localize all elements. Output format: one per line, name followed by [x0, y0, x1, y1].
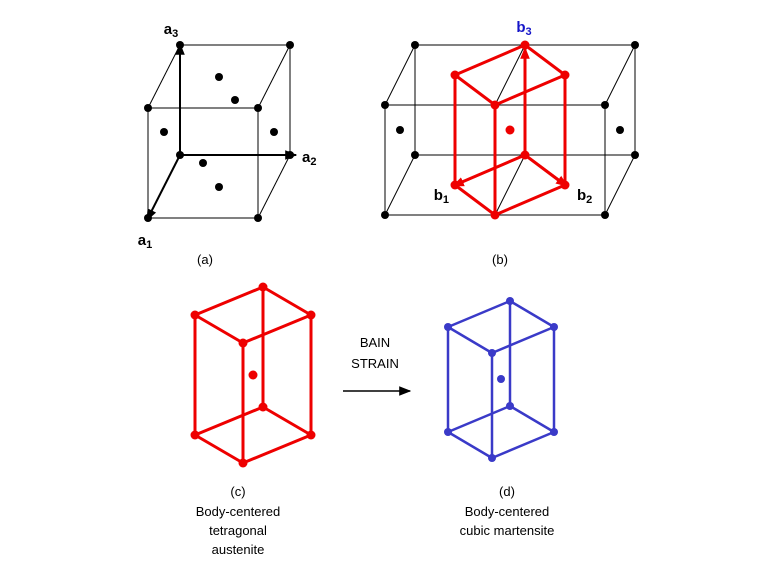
atom-dot	[286, 41, 294, 49]
atom-dot	[560, 180, 570, 190]
cell-edge-connector	[147, 44, 181, 109]
panel-c-bct-austenite: (c) Body-centered tetragonal austenite	[190, 282, 316, 557]
atom-dot	[258, 402, 268, 412]
panel-a-axes	[146, 42, 298, 222]
b2-axis-arrow	[524, 153, 568, 188]
panel-d-bcc-martensite: (d) Body-centered cubic martensite	[444, 297, 558, 538]
panel-b-red-atoms	[450, 40, 570, 220]
cell-edge-bottom-face	[446, 404, 556, 460]
atom-dot	[176, 41, 184, 49]
panel-d-caption-line1: Body-centered	[465, 504, 550, 519]
atom-dot	[520, 150, 530, 160]
bain-strain-annotation: BAIN STRAIN	[343, 335, 412, 396]
atom-dot-face-center	[215, 183, 223, 191]
atom-dot	[490, 210, 500, 220]
atom-dot	[306, 310, 316, 320]
atom-dot	[450, 180, 460, 190]
atom-dot	[286, 151, 294, 159]
panel-c-atoms	[190, 282, 316, 468]
atom-dot	[444, 323, 452, 331]
panel-c-label: (c)	[230, 484, 245, 499]
panel-c-caption-line3: austenite	[212, 542, 265, 557]
atom-dot	[144, 104, 152, 112]
bain-strain-text-line1: BAIN	[360, 335, 390, 350]
atom-dot	[190, 430, 200, 440]
atom-dot	[381, 101, 389, 109]
panel-d-label: (d)	[499, 484, 515, 499]
atom-dot	[488, 349, 496, 357]
bain-strain-text-line2: STRAIN	[351, 356, 399, 371]
panel-a-atoms	[144, 41, 294, 222]
atom-dot-face-center	[199, 159, 207, 167]
atom-dot	[450, 70, 460, 80]
atom-dot	[488, 454, 496, 462]
cell-edge-mid-depth	[494, 154, 526, 216]
panel-b-black-atoms	[381, 41, 639, 219]
atom-dot	[601, 211, 609, 219]
atom-dot	[238, 338, 248, 348]
atom-dot	[560, 70, 570, 80]
atom-dot-face-center	[215, 73, 223, 81]
b2-axis-label: b2	[577, 187, 592, 206]
atom-dot-body-center	[248, 370, 258, 380]
panel-a-cell-edges	[147, 44, 291, 219]
cell-edge-mid-depth	[494, 44, 526, 106]
panel-c-caption-line1: Body-centered	[196, 504, 281, 519]
a3-axis-label: a3	[164, 21, 178, 40]
atom-dot-face-center	[396, 126, 404, 134]
cell-edge-bottom-face	[193, 405, 313, 465]
atom-dot	[631, 41, 639, 49]
a1-axis-arrow	[146, 154, 181, 222]
atom-dot-body-center	[505, 125, 515, 135]
panel-b-bct-axes	[451, 46, 568, 188]
atom-dot-face-center	[231, 96, 239, 104]
atom-dot	[381, 211, 389, 219]
atom-dot	[631, 151, 639, 159]
atom-dot	[506, 402, 514, 410]
a1-axis-label: a1	[138, 232, 152, 251]
atom-dot	[411, 151, 419, 159]
b3-axis-label: b3	[516, 19, 531, 38]
atom-dot-body-center	[497, 375, 505, 383]
panel-a-fcc-cell: a3 a2 a1 (a)	[138, 21, 317, 267]
atom-dot	[490, 100, 500, 110]
atom-dot	[306, 430, 316, 440]
atom-dot	[411, 41, 419, 49]
panel-d-atoms	[444, 297, 558, 462]
panel-b-label: (b)	[492, 252, 508, 267]
atom-dot	[254, 104, 262, 112]
atom-dot	[444, 428, 452, 436]
panel-b-fcc-with-bct: b3 b1 b2 (b)	[381, 19, 639, 267]
cell-edge-connector	[257, 44, 291, 109]
atom-dot-face-center	[270, 128, 278, 136]
atom-dot	[258, 282, 268, 292]
cell-edge-top-face	[193, 285, 313, 345]
panel-a-label: (a)	[197, 252, 213, 267]
atom-dot	[506, 297, 514, 305]
cell-edge-connector	[257, 154, 291, 219]
panel-c-caption-line2: tetragonal	[209, 523, 267, 538]
panel-d-caption-line2: cubic martensite	[460, 523, 555, 538]
a2-axis-label: a2	[302, 149, 316, 168]
atom-dot	[238, 458, 248, 468]
atom-dot	[190, 310, 200, 320]
cell-edge-top-face	[446, 299, 556, 355]
atom-dot	[254, 214, 262, 222]
b1-axis-arrow	[451, 153, 526, 188]
atom-dot-face-center	[616, 126, 624, 134]
atom-dot	[550, 323, 558, 331]
atom-dot	[520, 40, 530, 50]
b1-axis-label: b1	[434, 187, 449, 206]
atom-dot	[144, 214, 152, 222]
atom-dot	[601, 101, 609, 109]
atom-dot	[176, 151, 184, 159]
atom-dot-face-center	[160, 128, 168, 136]
atom-dot	[550, 428, 558, 436]
